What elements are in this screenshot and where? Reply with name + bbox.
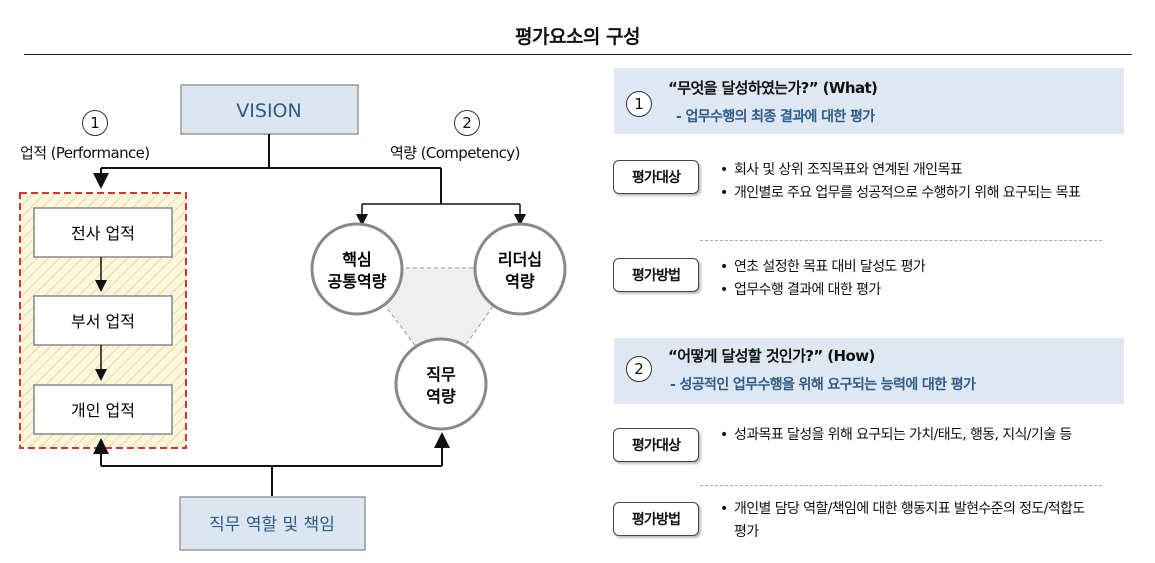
how-target-list: 성과목표 달성을 위해 요구되는 가치/태도, 행동, 지식/기술 등	[720, 424, 1120, 447]
role-box	[179, 496, 366, 551]
list-item: 개인별 담당 역할/책임에 대한 행동지표 발현수준의 정도/적합도 평가	[720, 498, 1100, 544]
how-number: 2	[626, 356, 652, 382]
leadership-competency-line2: 역량	[505, 272, 535, 291]
title-divider	[24, 54, 1132, 55]
evaluation-diagram: VISION 전사 업적 부서 업적 개인 업적 핵심 공통역량 리더십 역량 …	[19, 84, 567, 551]
leadership-competency-circle	[473, 222, 567, 316]
what-number: 1	[626, 91, 652, 117]
job-competency-line2: 역량	[426, 387, 456, 406]
separator	[700, 240, 1102, 241]
what-method-tag: 평가방법	[613, 258, 699, 292]
performance-number: 1	[82, 110, 108, 136]
how-method-list: 개인별 담당 역할/책임에 대한 행동지표 발현수준의 정도/적합도 평가	[720, 498, 1100, 544]
what-header	[614, 68, 1124, 134]
list-item: 연초 설정한 목표 대비 달성도 평가	[720, 256, 1120, 279]
list-item: 성과목표 달성을 위해 요구되는 가치/태도, 행동, 지식/기술 등	[720, 424, 1120, 447]
department-performance-label: 부서 업적	[71, 312, 135, 331]
performance-label: 업적 (Performance)	[20, 144, 150, 162]
what-target-tag: 평가대상	[613, 160, 699, 194]
vision-label: VISION	[236, 100, 301, 122]
core-competency-circle	[310, 222, 404, 316]
how-subtitle: - 성공적인 업무수행을 위해 요구되는 능력에 대한 평가	[670, 377, 976, 393]
how-question: “어떻게 달성할 것인가?” (How)	[668, 347, 875, 365]
list-item: 개인별로 주요 업무를 성공적으로 수행하기 위해 요구되는 목표	[720, 182, 1120, 205]
job-competency-circle	[394, 337, 488, 431]
what-target-list: 회사 및 상위 조직목표와 연계된 개인목표 개인별로 주요 업무를 성공적으로…	[720, 159, 1120, 205]
competency-number: 2	[454, 110, 480, 136]
leadership-competency-line1: 리더십	[498, 250, 542, 269]
core-competency-line2: 공통역량	[328, 272, 387, 291]
list-item: 회사 및 상위 조직목표와 연계된 개인목표	[720, 159, 1120, 182]
how-method-tag: 평가방법	[613, 502, 699, 536]
how-target-tag: 평가대상	[613, 428, 699, 462]
competency-label: 역량 (Competency)	[390, 144, 520, 162]
separator	[700, 485, 1102, 486]
individual-performance-box	[33, 384, 173, 435]
job-competency-line1: 직무	[426, 365, 456, 384]
vision-box	[180, 84, 359, 135]
how-header	[614, 338, 1124, 404]
role-label: 직무 역할 및 책임	[209, 515, 335, 535]
what-method-list: 연초 설정한 목표 대비 달성도 평가 업무수행 결과에 대한 평가	[720, 256, 1120, 302]
company-performance-box	[33, 207, 173, 258]
list-item: 업무수행 결과에 대한 평가	[720, 279, 1120, 302]
individual-performance-label: 개인 업적	[71, 401, 135, 420]
core-competency-line1: 핵심	[342, 250, 371, 269]
department-performance-box	[33, 295, 173, 346]
page-title: 평가요소의 구성	[515, 26, 640, 48]
what-question: “무엇을 달성하였는가?” (What)	[668, 79, 878, 97]
what-subtitle: - 업무수행의 최종 결과에 대한 평가	[676, 109, 875, 125]
company-performance-label: 전사 업적	[71, 224, 135, 243]
competency-triangle	[356, 267, 521, 381]
